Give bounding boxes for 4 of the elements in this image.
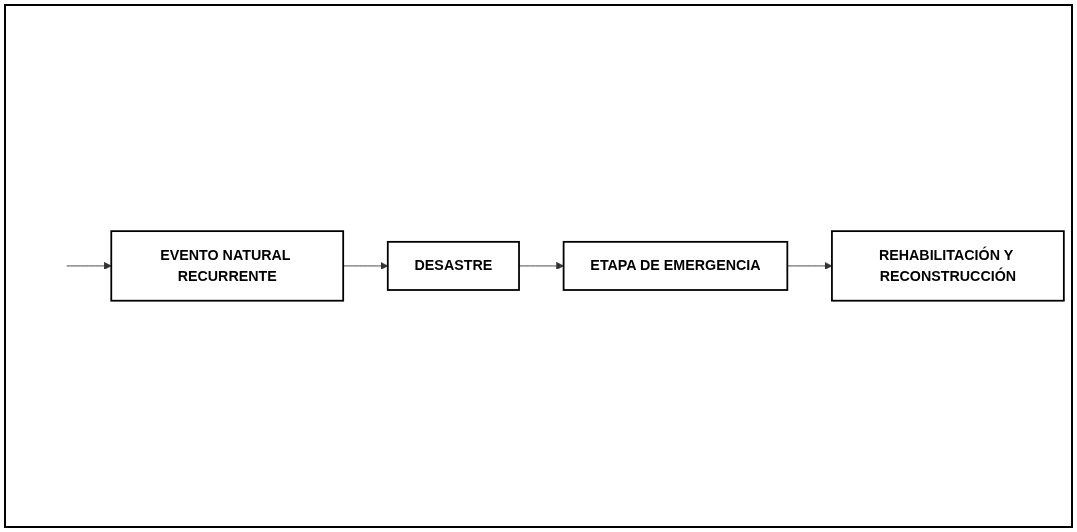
node-box: EVENTO NATURAL RECURRENTE	[110, 230, 345, 302]
node-box: DESASTRE	[386, 241, 520, 291]
node-box: ETAPA DE EMERGENCIA	[562, 241, 789, 291]
node-box: REHABILITACIÓN Y RECONSTRUCCIÓN	[831, 230, 1065, 302]
